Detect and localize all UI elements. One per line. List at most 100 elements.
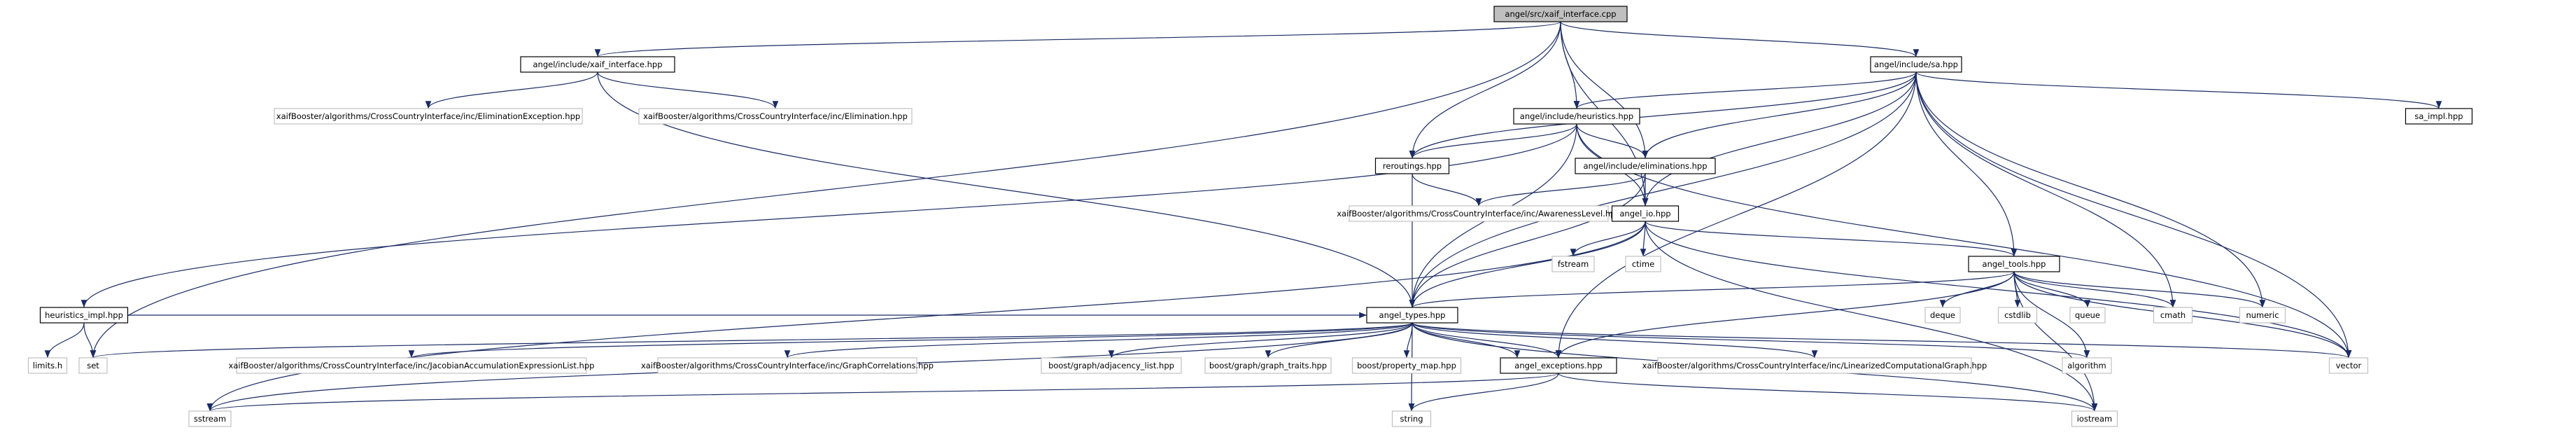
node-box — [1513, 108, 1640, 125]
node-label: xaifBooster/algorithms/CrossCountryInter… — [1337, 209, 1621, 218]
node-sa-hpp[interactable]: angel/include/sa.hpp — [1870, 56, 1962, 73]
node-box — [1204, 357, 1332, 374]
node-label: string — [1400, 414, 1423, 424]
node-property-map[interactable]: boost/property_map.hpp — [1351, 357, 1462, 374]
node-sa-impl[interactable]: sa_impl.hpp — [2405, 108, 2473, 125]
node-cstdlib[interactable]: cstdlib — [1997, 307, 2038, 324]
node-graph-traits[interactable]: boost/graph/graph_traits.hpp — [1204, 357, 1332, 374]
node-label: angel_io.hpp — [1619, 209, 1670, 218]
node-heuristics-impl[interactable]: heuristics_impl.hpp — [39, 307, 129, 324]
edge-sa-hpp-to-angel-types — [1409, 71, 1917, 308]
node-elimination[interactable]: xaifBooster/algorithms/CrossCountryInter… — [638, 108, 913, 125]
node-label: angel/include/xaif_interface.hpp — [533, 60, 663, 69]
node-box — [2153, 307, 2193, 324]
node-box — [1968, 256, 2060, 272]
node-label: cmath — [2160, 310, 2186, 320]
node-label: limits.h — [33, 361, 62, 370]
node-box — [1493, 6, 1628, 22]
edge-xaif-interface-hpp-to-elimination — [597, 71, 779, 109]
node-adjacency[interactable]: boost/graph/adjacency_list.hpp — [1041, 357, 1182, 374]
node-box — [657, 357, 917, 374]
edge-heuristics-hpp-to-eliminations — [1576, 123, 1649, 159]
node-angel-types[interactable]: angel_types.hpp — [1366, 307, 1458, 324]
node-xaif-interface-hpp[interactable]: angel/include/xaif_interface.hpp — [520, 56, 675, 73]
node-label: reroutings.hpp — [1383, 161, 1442, 171]
edge-angel-tools-to-queue — [2013, 271, 2091, 308]
edge-sa-hpp-to-angel-exceptions — [1555, 71, 1917, 359]
node-ctime[interactable]: ctime — [1625, 256, 1661, 272]
node-box — [1625, 256, 1661, 272]
node-box — [1870, 56, 1962, 73]
edge-xaif-interface-hpp-to-elim-exception — [425, 71, 598, 109]
node-angel-io[interactable]: angel_io.hpp — [1611, 205, 1680, 222]
edge-sa-hpp-to-angel-tools — [1915, 71, 2018, 257]
node-box — [1349, 205, 1609, 222]
node-string[interactable]: string — [1391, 410, 1432, 427]
node-box — [274, 108, 583, 125]
node-awareness[interactable]: xaifBooster/algorithms/CrossCountryInter… — [1337, 205, 1621, 222]
node-box — [638, 108, 913, 125]
edge-angel-tools-to-numeric — [2013, 271, 2266, 308]
node-box — [1366, 307, 1458, 324]
node-vector[interactable]: vector — [2328, 357, 2369, 374]
edge-reroutings-to-awareness — [1412, 173, 1482, 207]
node-label: xaifBooster/algorithms/CrossCountryInter… — [1642, 361, 1987, 370]
edge-angel-tools-to-cmath — [2013, 271, 2176, 308]
node-label: set — [87, 361, 99, 370]
node-linearized[interactable]: xaifBooster/algorithms/CrossCountryInter… — [1642, 357, 1987, 374]
node-label: boost/graph/adjacency_list.hpp — [1048, 361, 1174, 370]
edge-angel-exceptions-to-string — [1408, 373, 1559, 412]
node-fstream[interactable]: fstream — [1551, 256, 1595, 272]
node-label: xaifBooster/algorithms/CrossCountryInter… — [641, 361, 934, 370]
edge-sa-hpp-to-angel-io — [1642, 71, 1917, 207]
node-box — [1575, 158, 1716, 174]
node-iostream[interactable]: iostream — [2071, 410, 2118, 427]
edge-angel-tools-to-deque — [1939, 271, 2015, 308]
node-label: angel/include/eliminations.hpp — [1583, 161, 1707, 171]
edge-sa-hpp-to-reroutings — [1409, 71, 1917, 159]
node-box — [2405, 108, 2473, 125]
node-box — [1924, 307, 1961, 324]
node-deque[interactable]: deque — [1924, 307, 1961, 324]
node-box — [1391, 410, 1432, 427]
node-label: sa_impl.hpp — [2414, 111, 2463, 121]
node-sstream[interactable]: sstream — [188, 410, 232, 427]
node-jacobian[interactable]: xaifBooster/algorithms/CrossCountryInter… — [229, 357, 595, 374]
node-label: xaifBooster/algorithms/CrossCountryInter… — [229, 361, 595, 370]
node-graph-corr[interactable]: xaifBooster/algorithms/CrossCountryInter… — [641, 357, 934, 374]
edge-angel-exceptions-to-iostream — [1558, 373, 2098, 412]
edge-angel-types-to-algorithm — [1412, 322, 2090, 359]
node-box — [39, 307, 129, 324]
node-reroutings[interactable]: reroutings.hpp — [1374, 158, 1450, 174]
node-root[interactable]: angel/src/xaif_interface.cpp — [1493, 6, 1628, 22]
edge-sa-hpp-to-vector — [1915, 71, 2352, 359]
edge-root-to-eliminations — [1560, 21, 1649, 159]
node-set[interactable]: set — [78, 357, 108, 374]
node-queue[interactable]: queue — [2069, 307, 2106, 324]
node-elim-exception[interactable]: xaifBooster/algorithms/CrossCountryInter… — [274, 108, 583, 125]
node-label: queue — [2075, 310, 2100, 320]
node-angel-tools[interactable]: angel_tools.hpp — [1968, 256, 2060, 272]
edge-angel-tools-to-iostream — [2013, 271, 2098, 412]
node-numeric[interactable]: numeric — [2239, 307, 2286, 324]
node-label: boost/property_map.hpp — [1357, 361, 1456, 370]
node-label: angel/src/xaif_interface.cpp — [1505, 9, 1616, 19]
node-label: algorithm — [2067, 361, 2106, 370]
node-algorithm[interactable]: algorithm — [2062, 357, 2112, 374]
node-limits[interactable]: limits.h — [27, 357, 68, 374]
edge-root-to-xaif-interface-hpp — [595, 21, 1561, 57]
node-box — [1500, 357, 1617, 374]
node-box — [1041, 357, 1182, 374]
node-label: sstream — [194, 414, 226, 424]
edge-xaif-interface-hpp-to-angel-types — [597, 71, 1416, 308]
edge-root-to-reroutings — [1409, 21, 1561, 159]
node-box — [1374, 158, 1450, 174]
edge-angel-types-to-jacobian — [409, 322, 1413, 359]
node-angel-exceptions[interactable]: angel_exceptions.hpp — [1500, 357, 1617, 374]
node-cmath[interactable]: cmath — [2153, 307, 2193, 324]
node-label: angel/include/sa.hpp — [1874, 60, 1958, 69]
node-eliminations[interactable]: angel/include/eliminations.hpp — [1575, 158, 1716, 174]
node-label: xaifBooster/algorithms/CrossCountryInter… — [643, 111, 908, 121]
node-heuristics-hpp[interactable]: angel/include/heuristics.hpp — [1513, 108, 1640, 125]
edge-sa-hpp-to-heuristics-hpp — [1573, 71, 1917, 109]
